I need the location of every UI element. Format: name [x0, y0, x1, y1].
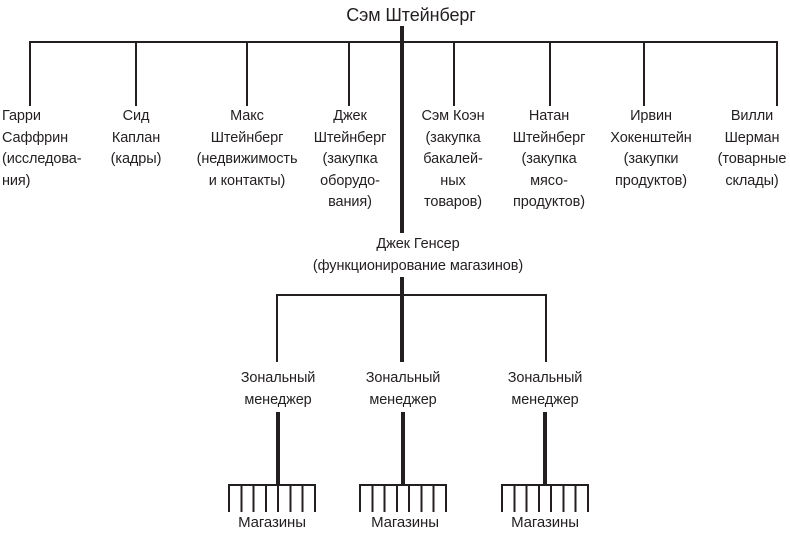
comb-teeth-2	[359, 486, 447, 512]
level1-rail-line	[29, 41, 778, 43]
center-trunk-line	[400, 43, 404, 233]
executive-node-jack-steinberg: Джек Штейнберг (закупка оборудо- вания)	[313, 108, 387, 210]
operations-head-node-jack-genser: Джек Генсер (функционирование магазинов)	[312, 236, 524, 274]
level2-rail-line	[276, 294, 547, 296]
stores-stem-line-3	[543, 412, 547, 486]
drop-line-4	[348, 43, 350, 106]
executive-node-sam-cohen: Сэм Коэн (закупка бакалей- ных товаров)	[421, 108, 485, 210]
zone-drop-line-2	[400, 296, 404, 362]
drop-line-6	[549, 43, 551, 106]
stores-label-3: Магазины	[511, 514, 579, 531]
zone-manager-node-2: Зональный менеджер	[365, 370, 441, 408]
operations-stem-line	[400, 277, 404, 296]
drop-line-7	[643, 43, 645, 106]
comb-teeth-3	[501, 486, 589, 512]
comb-teeth-1	[228, 486, 316, 512]
root-node-sam-steinberg: Сэм Штейнберг	[346, 5, 476, 25]
stores-label-2: Магазины	[371, 514, 439, 531]
drop-line-2	[135, 43, 137, 106]
executive-node-willie-sherman: Вилли Шерман (товарные склады)	[717, 108, 787, 189]
drop-line-8	[776, 43, 778, 106]
executive-node-harry-suffrin: Гарри Саффрин (исследова- ния)	[2, 108, 82, 189]
stores-comb-3	[501, 484, 589, 514]
stores-comb-1	[228, 484, 316, 514]
executive-node-max-steinberg: Макс Штейнберг (недвижимость и контакты)	[196, 108, 298, 189]
stores-stem-line-2	[401, 412, 405, 486]
zone-manager-node-1: Зональный менеджер	[240, 370, 316, 408]
stores-comb-2	[359, 484, 447, 514]
zone-drop-line-3	[545, 296, 547, 362]
drop-line-5	[453, 43, 455, 106]
root-stem-line	[400, 26, 404, 43]
stores-label-1: Магазины	[238, 514, 306, 531]
executive-node-irwin-hockenstein: Ирвин Хокенштейн (закупки продуктов)	[610, 108, 692, 189]
drop-line-3	[246, 43, 248, 106]
executive-node-sid-kaplan: Сид Каплан (кадры)	[110, 108, 162, 167]
stores-stem-line-1	[276, 412, 280, 486]
zone-drop-line-1	[276, 296, 278, 362]
zone-manager-node-3: Зональный менеджер	[507, 370, 583, 408]
drop-line-1	[29, 43, 31, 106]
executive-node-nathan-steinberg: Натан Штейнберг (закупка мясо- продуктов…	[512, 108, 586, 210]
